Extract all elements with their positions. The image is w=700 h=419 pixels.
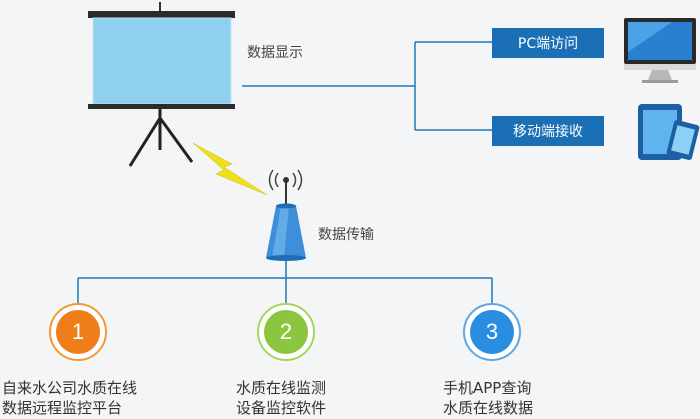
platform-2-line1: 水质在线监测 xyxy=(236,379,327,397)
projector-screen-icon xyxy=(88,2,235,167)
platform-number-1: 1 xyxy=(71,319,85,344)
platform-3-caption: 手机APP查询 水质在线数据 xyxy=(443,378,533,418)
platform-circle-2 xyxy=(257,303,315,361)
lightning-bolt-icon xyxy=(192,142,268,196)
desktop-monitor-icon xyxy=(624,18,696,83)
tablet-phone-icon xyxy=(638,104,700,160)
platform-1-line2: 数据远程监控平台 xyxy=(2,399,123,417)
mobile-receive-box: 移动端接收 xyxy=(492,116,604,146)
platform-2-line2: 设备监控软件 xyxy=(236,399,327,417)
platform-3-line2: 水质在线数据 xyxy=(443,399,534,417)
platform-2-caption: 水质在线监测 设备监控软件 xyxy=(236,378,326,418)
platform-circle-1 xyxy=(49,303,107,361)
platform-number-2: 2 xyxy=(279,319,293,344)
transmit-label: 数据传输 xyxy=(318,227,374,243)
antenna-transmitter-icon xyxy=(266,169,306,261)
platform-3-line1: 手机APP查询 xyxy=(443,379,532,397)
platform-number-3: 3 xyxy=(485,319,499,344)
connector-lines xyxy=(77,41,493,305)
platform-1-line1: 自来水公司水质在线 xyxy=(2,379,138,397)
display-label: 数据显示 xyxy=(247,45,303,61)
platform-1-caption: 自来水公司水质在线 数据远程监控平台 xyxy=(2,378,137,418)
pc-access-box: PC端访问 xyxy=(492,28,604,58)
platform-circle-3 xyxy=(463,303,521,361)
